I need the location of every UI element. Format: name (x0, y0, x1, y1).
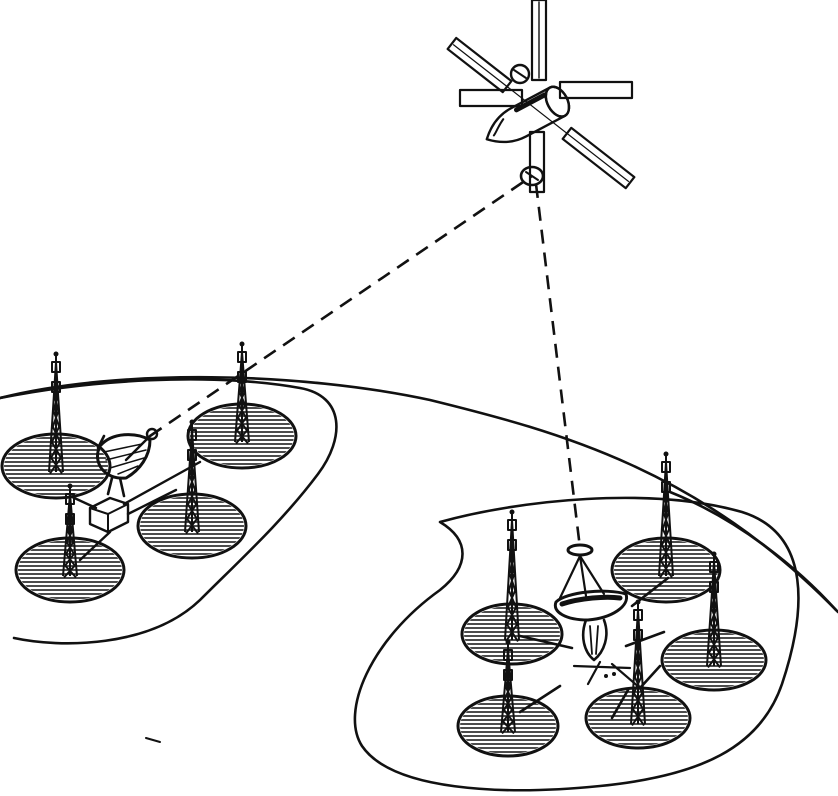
terrain (0, 375, 838, 792)
left-ground-station (68, 427, 202, 562)
antenna-field (660, 551, 768, 692)
antenna-top (509, 63, 531, 85)
solar-panel-top (530, 0, 548, 82)
left-island-outline (0, 378, 338, 645)
right-ground-station (518, 543, 670, 720)
antenna-mast-icon (62, 483, 78, 579)
antenna-mast-icon (184, 419, 200, 535)
antenna-field (460, 509, 564, 666)
ground-mark (145, 737, 161, 743)
antenna-field (186, 341, 298, 470)
antenna-fields (0, 341, 768, 758)
parabolic-dish-icon (553, 543, 628, 662)
satellite-icon (446, 0, 636, 194)
antenna-field (14, 483, 126, 604)
equipment-hut (88, 496, 130, 534)
antenna-mast-icon (630, 599, 646, 726)
radio-links (149, 174, 582, 549)
antenna-mast-icon (504, 509, 520, 642)
antenna-mast-icon (500, 639, 516, 735)
antenna-mast-icon (658, 451, 674, 578)
link-left-station (149, 174, 533, 438)
horizon-line (0, 375, 838, 614)
parabolic-dish-icon (96, 427, 159, 498)
link-right-station (534, 183, 582, 549)
solar-panel-left (458, 88, 524, 108)
antenna-mast-icon (706, 551, 722, 669)
antenna-field (0, 351, 112, 500)
antenna-field (610, 451, 722, 604)
solar-panel-right (558, 80, 634, 100)
antenna-field (456, 639, 560, 758)
antenna-mast-icon (234, 341, 250, 445)
antenna-bottom (519, 165, 545, 187)
antenna-field (584, 599, 692, 750)
antenna-mast-icon (48, 351, 64, 475)
right-island-outline (353, 496, 800, 792)
